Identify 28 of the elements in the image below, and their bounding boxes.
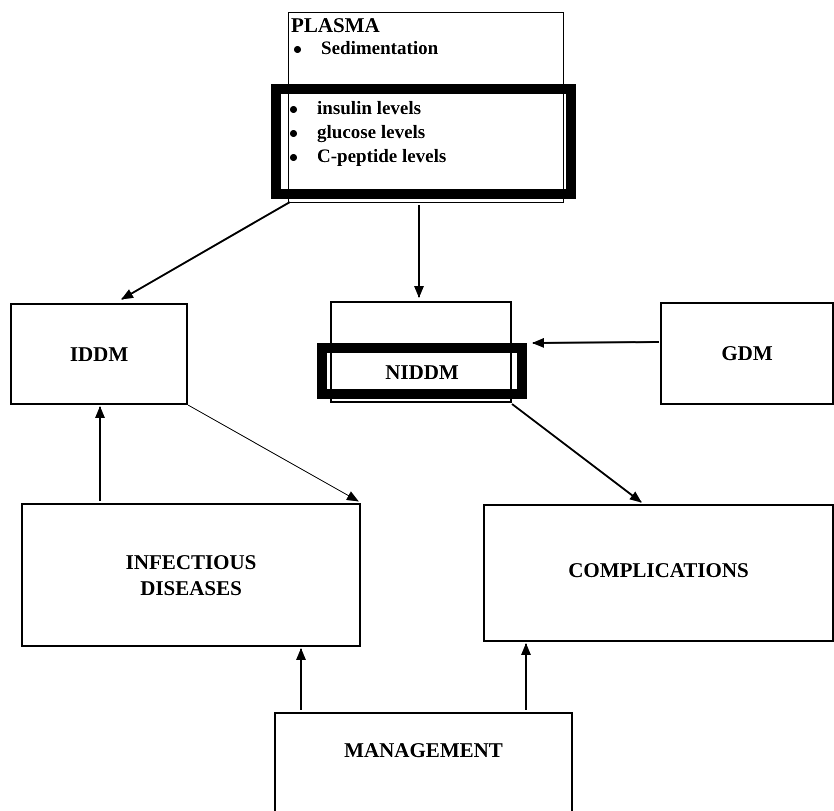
plasma-box bbox=[288, 12, 564, 203]
process-box bbox=[274, 712, 573, 811]
box-label: INFECTIOUS DISEASES bbox=[124, 548, 258, 602]
box-heading: PLASMA bbox=[291, 13, 381, 37]
highlight-box bbox=[317, 343, 527, 399]
process-box bbox=[10, 303, 188, 405]
process-box bbox=[483, 504, 834, 642]
highlight-box bbox=[271, 84, 576, 199]
process-box bbox=[21, 503, 361, 647]
box-label: COMPLICATIONS bbox=[568, 556, 749, 584]
bullet-item: glucose levels bbox=[317, 121, 426, 145]
box-label: MANAGEMENT bbox=[344, 736, 503, 764]
box-label: GDM bbox=[721, 340, 773, 367]
arrow bbox=[296, 648, 306, 710]
bullet-item: C-peptide levels bbox=[317, 145, 448, 169]
arrow bbox=[511, 403, 642, 503]
arrow bbox=[95, 406, 105, 501]
arrow bbox=[414, 205, 424, 298]
arrow bbox=[188, 404, 359, 502]
arrow bbox=[121, 201, 290, 300]
box-shape bbox=[330, 301, 512, 403]
box-label: IDDM bbox=[70, 340, 128, 368]
process-box bbox=[660, 302, 834, 405]
box-label: NIDDM bbox=[385, 358, 459, 386]
arrow bbox=[521, 643, 531, 710]
arrow bbox=[532, 338, 659, 348]
bullet-item: insulin levels bbox=[317, 97, 422, 121]
bullet-item: Sedimentation bbox=[321, 37, 440, 61]
